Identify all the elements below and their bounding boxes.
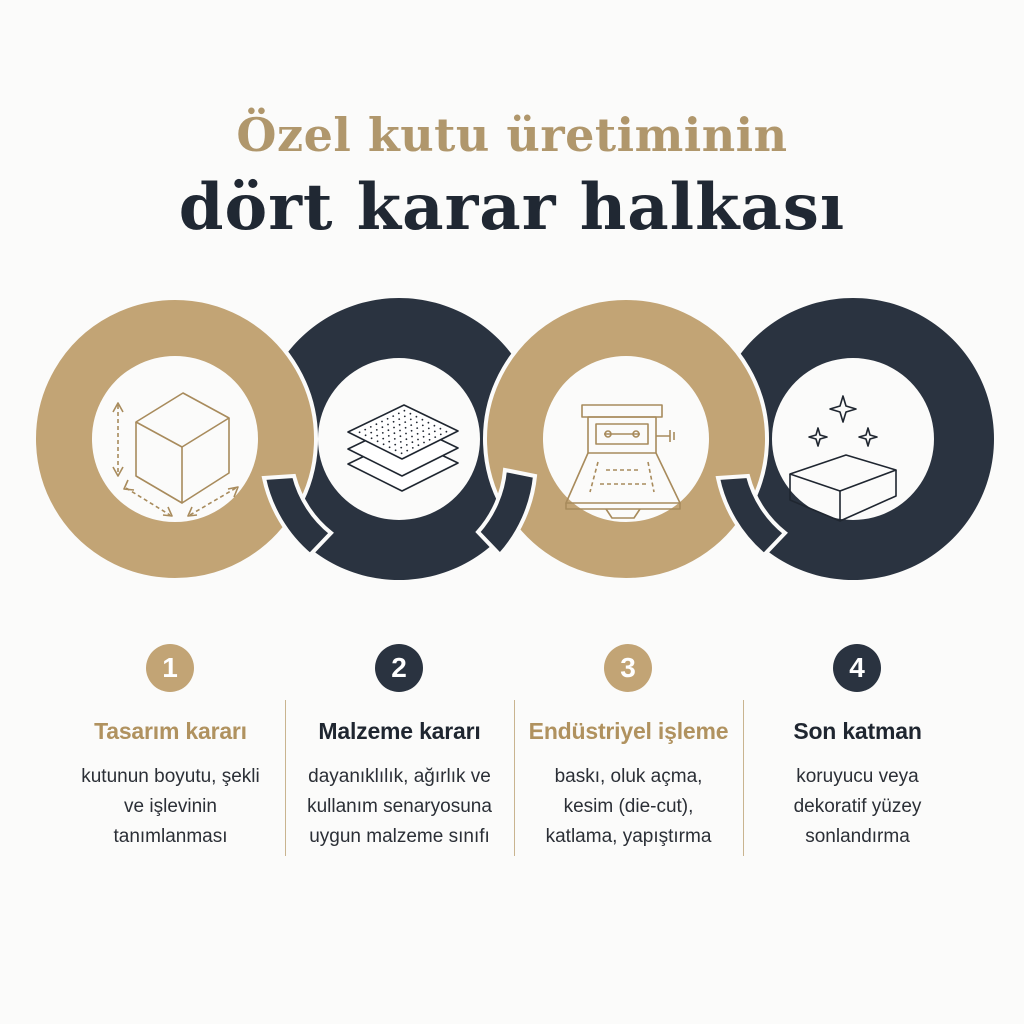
step-number-badge: 2 [375,644,423,692]
step-description-line: koruyucu veya [796,766,919,787]
finished-box-sparkle-icon [789,395,897,522]
ring-finish [712,298,995,580]
step-number-badge: 3 [604,644,652,692]
chain-rings-diagram [32,296,995,582]
title-line-1: Özel kutu üretiminin [236,108,788,162]
step-description-line: dekoratif yüzey [793,796,922,817]
step-title: Tasarım kararı [94,718,247,744]
step-description-line: kullanım senaryosuna [307,796,492,817]
step-number-badge: 1 [146,644,194,692]
step-description-line: katlama, yapıştırma [545,826,712,847]
printing-machine-icon [565,404,681,519]
step-description-line: kutunun boyutu, şekli [81,766,260,787]
step-description-line: uygun malzeme sınıfı [309,826,490,847]
step-description-line: ve işlevinin [124,796,217,817]
step-description: kutunun boyutu, şekli ve işlevinin tanım… [60,762,281,852]
step-description: baskı, oluk açma, kesim (die-cut), katla… [518,762,739,852]
step-description-line: tanımlanması [113,826,228,847]
step-design: 1 Tasarım kararı kutunun boyutu, şekli v… [56,640,285,870]
step-divider [514,700,515,856]
step-description: koruyucu veya dekoratif yüzey sonlandırm… [747,762,968,852]
step-number-badge: 4 [833,644,881,692]
step-divider [285,700,286,856]
step-description-line: kesim (die-cut), [563,796,694,817]
step-material: 2 Malzeme kararı dayanıklılık, ağırlık v… [285,640,514,870]
step-description-line: dayanıklılık, ağırlık ve [308,766,491,787]
ring-design [32,296,318,582]
ring-material [258,298,541,580]
ring-processing [483,296,769,582]
step-title: Malzeme kararı [318,718,481,744]
step-title: Son katman [793,718,922,744]
ring-material-overlap [261,473,334,558]
step-description-line: baskı, oluk açma, [554,766,703,787]
ring-finish-overlap [715,473,788,558]
step-processing: 3 Endüstriyel işleme baskı, oluk açma, k… [514,640,743,870]
step-title: Endüstriyel işleme [528,718,729,744]
material-layers-icon [347,404,459,492]
title-line-2: dört karar halkası [178,170,846,245]
step-finish: 4 Son katman koruyucu veya dekoratif yüz… [743,640,972,870]
steps-row: 1 Tasarım kararı kutunun boyutu, şekli v… [56,640,972,880]
step-description-line: sonlandırma [805,826,910,847]
step-divider [743,700,744,856]
cube-dimensions-icon [112,392,239,517]
ring-material-overlap-right [475,467,538,558]
step-description: dayanıklılık, ağırlık ve kullanım senary… [289,762,510,852]
